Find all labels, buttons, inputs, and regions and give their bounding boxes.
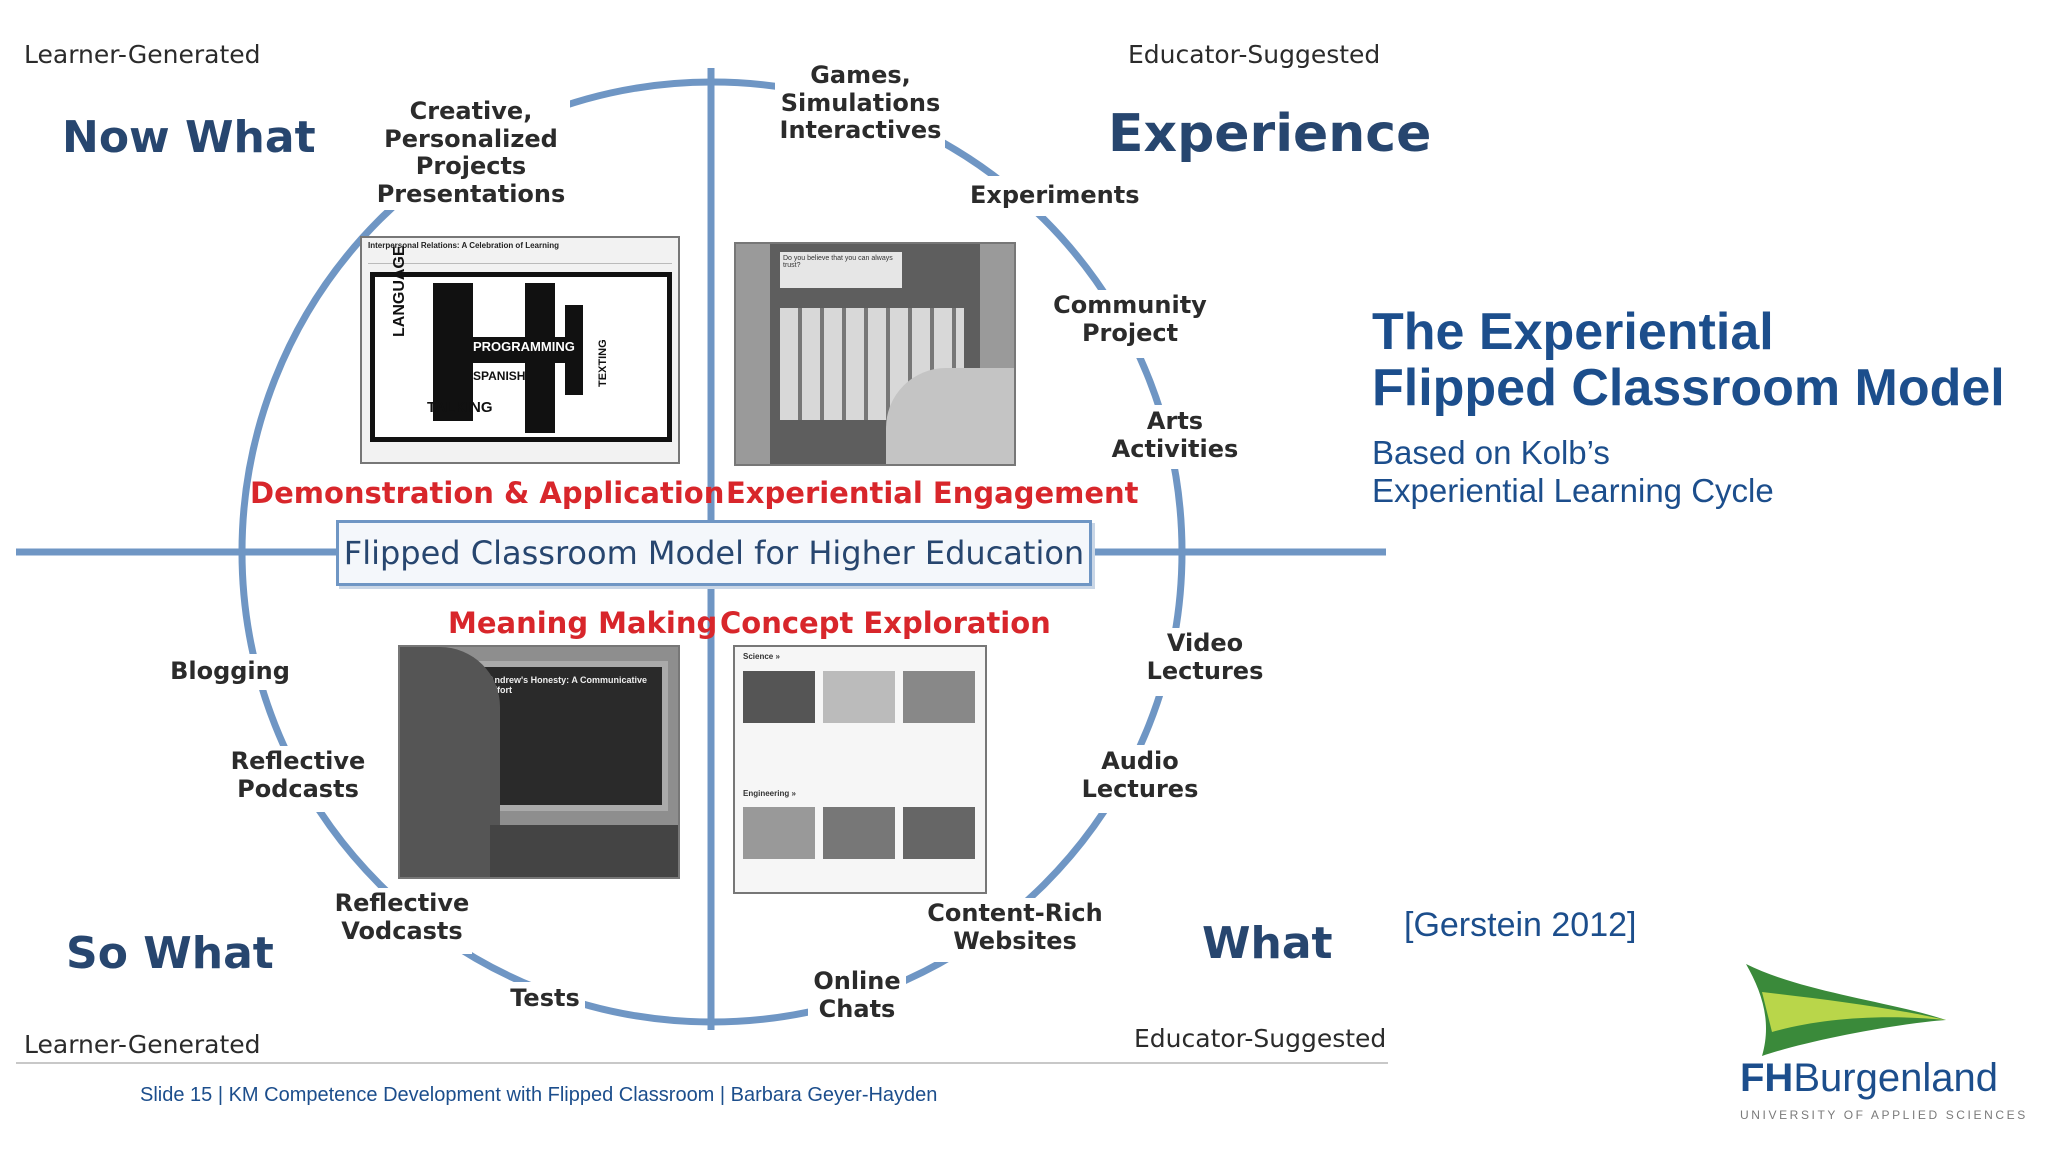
- wordcloud-header: Interpersonal Relations: A Celebration o…: [368, 241, 559, 250]
- phase-concept-exploration: Concept Exploration: [720, 606, 1051, 640]
- laptop-image: Andrew's Honesty: A Communicative Effort: [398, 645, 680, 879]
- video-section-engineering: Engineering »: [743, 789, 796, 798]
- center-banner: Flipped Classroom Model for Higher Educa…: [336, 520, 1092, 586]
- label-mask: [1110, 405, 1240, 469]
- video-thumb: [743, 671, 815, 723]
- label-mask: [168, 654, 292, 690]
- item-blogging: Blogging: [170, 657, 290, 685]
- quadrant-so-what: So What: [66, 928, 274, 979]
- label-mask: [228, 746, 368, 812]
- wordcloud-word: TEXTING: [597, 339, 609, 387]
- video-thumb: [823, 807, 895, 859]
- wordcloud-image: Interpersonal Relations: A Celebration o…: [360, 236, 680, 464]
- logo-tagline: UNIVERSITY OF APPLIED SCIENCES: [1740, 1108, 2028, 1122]
- corner-top-left: Learner-Generated: [24, 40, 261, 69]
- video-thumb: [823, 671, 895, 723]
- label-mask: [370, 100, 570, 210]
- video-thumb: [903, 807, 975, 859]
- phase-meaning-making: Meaning Making: [448, 606, 718, 640]
- wordcloud-shape: [565, 305, 583, 395]
- slide-title: The Experiential Flipped Classroom Model: [1372, 304, 2005, 416]
- label-mask: [775, 62, 945, 150]
- wordcloud-word: PROGRAMMING: [473, 339, 575, 354]
- corner-bottom-left: Learner-Generated: [24, 1030, 261, 1059]
- tablet-prompt: Do you believe that you can always trust…: [780, 252, 902, 288]
- phase-experiential-engagement: Experiential Engagement: [726, 476, 1139, 510]
- item-experiments: Experiments: [970, 181, 1140, 209]
- laptop-screen-text: Andrew's Honesty: A Communicative Effort: [488, 675, 648, 695]
- label-mask: [332, 888, 472, 954]
- citation: [Gerstein 2012]: [1404, 906, 1637, 944]
- tablet-image: Do you believe that you can always trust…: [734, 242, 1016, 466]
- wordcloud-toolbar: [368, 253, 672, 264]
- wordcloud-word: SPANISH: [473, 369, 526, 383]
- phase-demonstration: Demonstration & Application: [250, 476, 725, 510]
- slide-subtitle-line1: Based on Kolb’s: [1372, 434, 1610, 471]
- wordcloud-word: TALKING: [427, 399, 493, 416]
- label-mask: [1080, 745, 1200, 813]
- label-mask: [925, 898, 1105, 962]
- video-grid-image: Science » Engineering »: [733, 645, 987, 894]
- wordcloud-shape: [433, 283, 473, 421]
- label-mask: [1045, 290, 1215, 358]
- label-mask: [808, 965, 906, 1029]
- wordcloud-word: LANGUAGE: [391, 245, 408, 337]
- quadrant-what: What: [1202, 918, 1333, 969]
- label-mask: [970, 176, 1130, 216]
- slide-subtitle: Based on Kolb’s Experiential Learning Cy…: [1372, 434, 1774, 510]
- footer-divider: [16, 1062, 1388, 1064]
- slide-title-line2: Flipped Classroom Model: [1372, 359, 2005, 418]
- corner-top-right: Educator-Suggested: [1128, 40, 1381, 69]
- laptop-keyboard: [490, 825, 678, 877]
- student-hair: [400, 647, 500, 877]
- video-section-science: Science »: [743, 652, 780, 661]
- quadrant-experience: Experience: [1108, 104, 1432, 164]
- label-mask: [1145, 628, 1265, 696]
- item-tests: Tests: [510, 984, 580, 1012]
- corner-bottom-right: Educator-Suggested: [1134, 1024, 1387, 1053]
- video-thumb: [903, 671, 975, 723]
- fh-logo-icon: [1746, 964, 1946, 1056]
- laptop-screen: Andrew's Honesty: A Communicative Effort: [472, 661, 668, 811]
- wordcloud-shape: [525, 283, 555, 433]
- hand-shape: [886, 368, 1014, 464]
- tablet-keyboard: [780, 308, 964, 420]
- slide-title-line1: The Experiential: [1372, 303, 1774, 361]
- label-mask: [505, 982, 585, 1022]
- logo-name: FHBurgenland: [1740, 1056, 1998, 1100]
- quadrant-now-what: Now What: [62, 112, 316, 163]
- slide-subtitle-line2: Experiential Learning Cycle: [1372, 471, 1774, 509]
- video-thumb: [743, 807, 815, 859]
- wordcloud-canvas: PROGRAMMING SPANISH TALKING LANGUAGE TEX…: [370, 245, 672, 442]
- slide-footer: Slide 15 | KM Competence Development wit…: [140, 1084, 938, 1106]
